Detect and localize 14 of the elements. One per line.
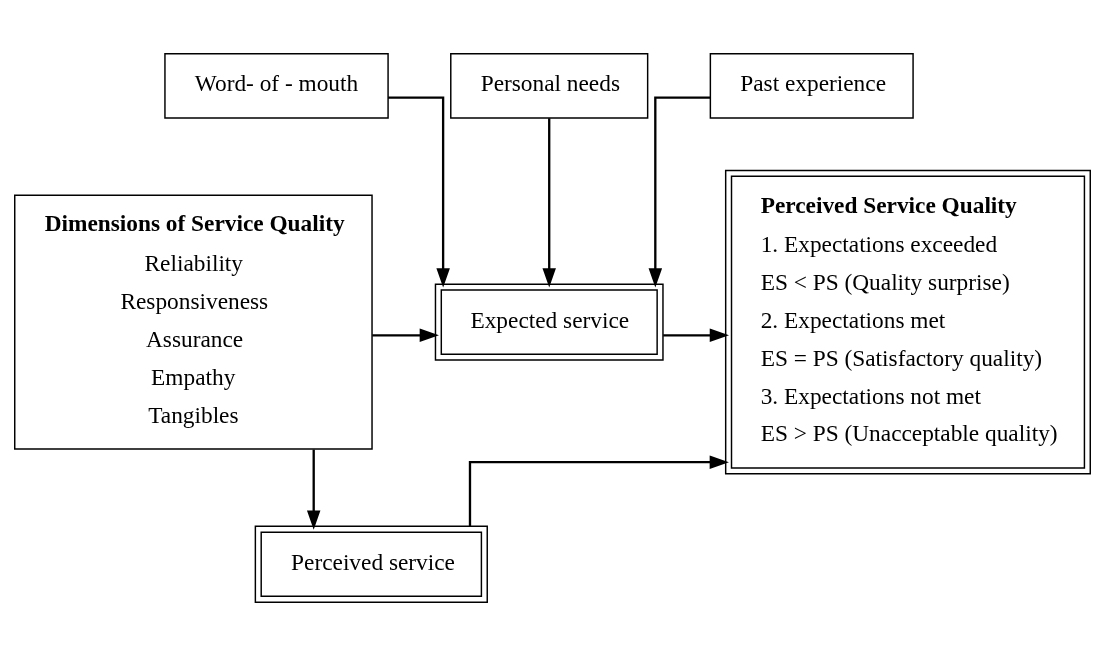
node-box: Word- of - mouth xyxy=(164,52,389,119)
arrow xyxy=(663,328,729,342)
node-box: Past experience xyxy=(709,52,914,119)
node-box: Expected service xyxy=(434,283,664,361)
arrow xyxy=(388,95,450,288)
arrow xyxy=(306,449,321,530)
arrow xyxy=(648,95,710,288)
arrow xyxy=(372,328,439,342)
arrow xyxy=(542,117,556,287)
node-box: Personal needs xyxy=(450,52,649,119)
node-box: Perceived Service Quality 1. Expectations exceeded ES < PS (Quality surprise) 2. Expectations met ES = PS (Satisfactory quality) 3. Expectations not met ES > PS (Unacceptable quality) xyxy=(724,169,1091,475)
node-box: Perceived service xyxy=(254,525,488,603)
arrow xyxy=(468,454,729,526)
node-box: Dimensions of Service Quality Reliability Responsiveness Assurance Empathy Tangibles xyxy=(14,194,373,450)
